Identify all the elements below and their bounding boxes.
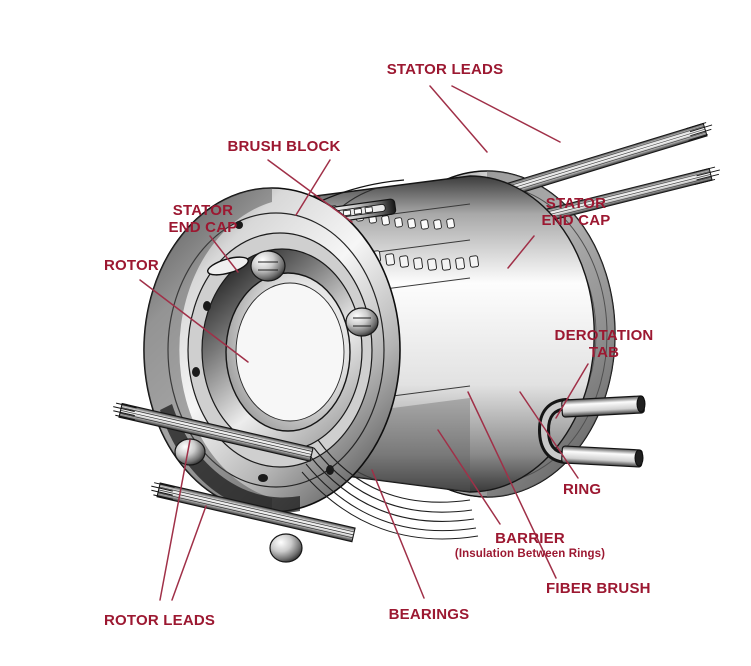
label-stator-end-cap-left-line2: END CAP (168, 218, 238, 236)
barrier-ring-arcs (301, 439, 479, 540)
leader-rotor (139, 279, 249, 363)
derotation-tab (537, 395, 646, 468)
label-fiber-brush: FIBER BRUSH (546, 580, 651, 597)
label-rotor: ROTOR (104, 257, 159, 274)
label-derotation-tab-line1: DEROTATION (554, 327, 654, 344)
leader-stator-end-cap-left (209, 235, 239, 273)
label-barrier-title: BARRIER (495, 530, 565, 547)
label-stator-end-cap-right: STATOR END CAP (541, 195, 611, 230)
leader-derotation-tab (555, 363, 589, 419)
label-ring: RING (563, 481, 602, 498)
leader-barrier (437, 429, 501, 525)
leader-fiber-brush (467, 391, 557, 579)
label-stator-end-cap-left-line1: STATOR (172, 202, 234, 219)
label-stator-leads: STATOR LEADS (386, 61, 504, 78)
label-rotor-leads: ROTOR LEADS (104, 612, 216, 629)
label-stator-end-cap-right-line1: STATOR (545, 195, 607, 212)
leader-brush-block-b (295, 159, 331, 216)
bearings (174, 250, 379, 563)
label-barrier-subtitle: (Insulation Between Rings) (454, 547, 606, 560)
label-brush-block: BRUSH BLOCK (227, 138, 341, 155)
leader-rotor-leads-b (171, 505, 207, 601)
label-bearings: BEARINGS (388, 606, 470, 623)
leader-stator-leads-b (451, 85, 561, 143)
label-barrier: BARRIER (Insulation Between Rings) (454, 530, 606, 561)
label-stator-end-cap-left: STATOR END CAP (168, 202, 238, 237)
leader-stator-leads-a (429, 85, 488, 153)
leader-rotor-leads-a (159, 439, 191, 601)
label-derotation-tab-line2: TAB (588, 343, 620, 361)
rotor-leads-bundle (113, 402, 356, 543)
leader-ring (519, 391, 579, 479)
leader-stator-end-cap-right (507, 235, 535, 269)
label-derotation-tab: DEROTATION TAB (554, 327, 654, 362)
leader-bearings (371, 469, 425, 599)
label-stator-end-cap-right-line2: END CAP (541, 211, 611, 229)
